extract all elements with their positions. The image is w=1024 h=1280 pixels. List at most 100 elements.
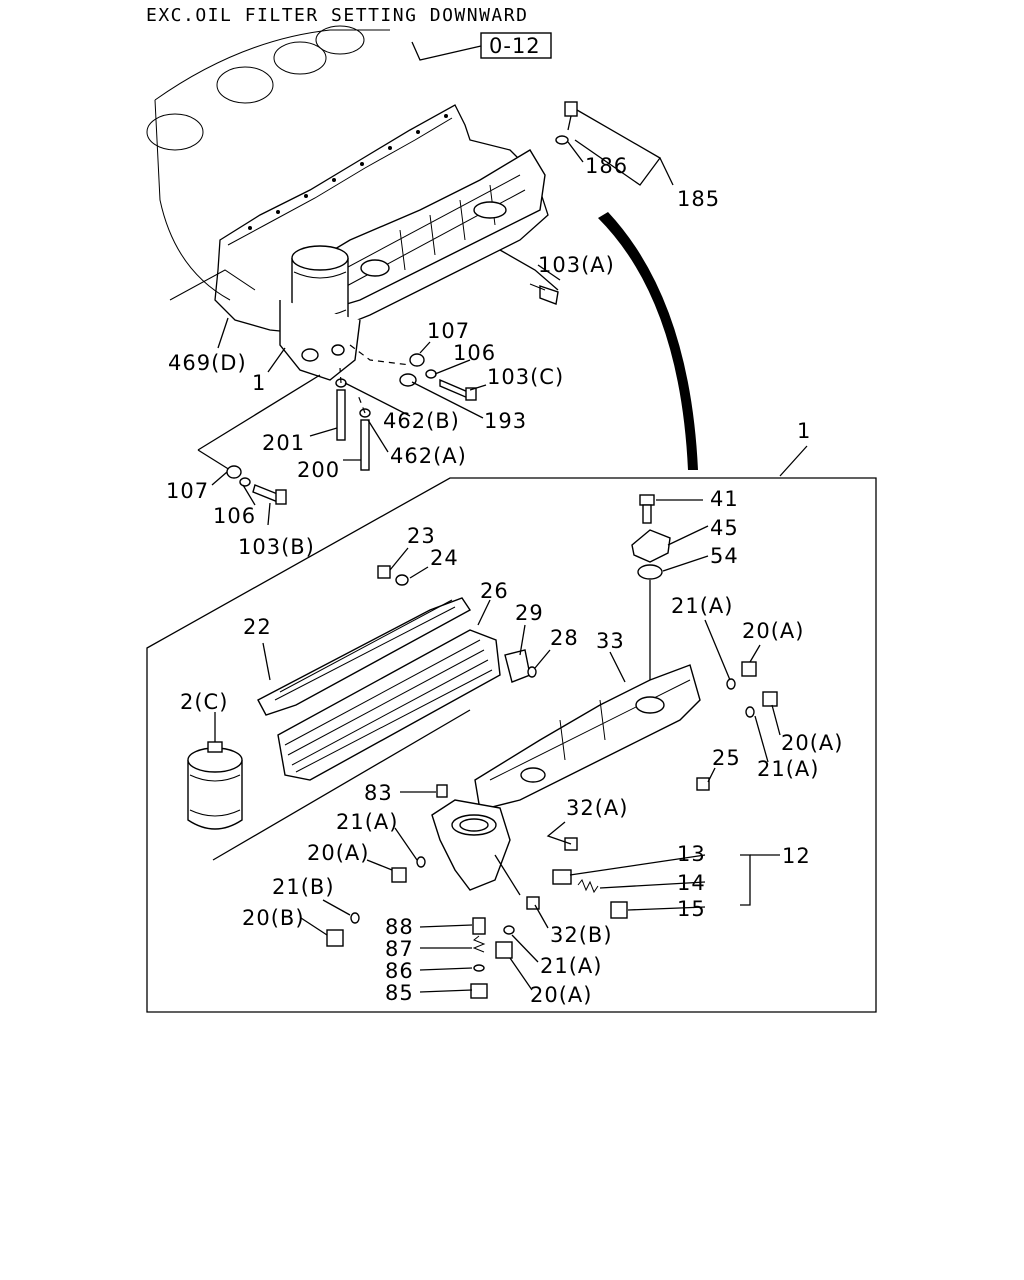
- callout-26: 26: [480, 579, 509, 603]
- reference-box[interactable]: 0-12: [480, 32, 552, 59]
- callout-200: 200: [297, 458, 340, 482]
- oil-filter-2C[interactable]: [187, 741, 243, 830]
- callout-106-top: 106: [453, 341, 496, 365]
- oil-cooler-housing-top[interactable]: [299, 149, 546, 316]
- callout-2C: 2(C): [180, 690, 228, 714]
- engine-block-outline: [146, 25, 390, 301]
- washer-106-top[interactable]: [425, 369, 437, 379]
- callout-103B: 103(B): [238, 535, 315, 559]
- cover-45[interactable]: [631, 529, 671, 563]
- callout-87: 87: [385, 937, 414, 961]
- housing-33[interactable]: [474, 664, 701, 811]
- ring-21A-right-2[interactable]: [745, 706, 755, 718]
- bolt-185[interactable]: [555, 101, 578, 145]
- callout-106-bottom: 106: [213, 504, 256, 528]
- washer-24[interactable]: [395, 574, 409, 586]
- plug-85[interactable]: [470, 983, 488, 999]
- plug-20A-left[interactable]: [391, 867, 407, 883]
- plug-20A-right-1[interactable]: [741, 661, 757, 677]
- reference-box-label: 0-12: [489, 34, 541, 58]
- washer-106-bottom[interactable]: [239, 477, 251, 487]
- ring-86[interactable]: [473, 964, 485, 972]
- callout-103C: 103(C): [487, 365, 564, 389]
- callout-20A-right-mid: 20(A): [781, 731, 843, 755]
- reference-leader: [411, 41, 482, 61]
- bolt-32B[interactable]: [526, 896, 540, 910]
- callout-15: 15: [677, 897, 706, 921]
- callout-21A-bottom: 21(A): [540, 954, 602, 978]
- callout-107-bottom: 107: [166, 479, 209, 503]
- bolt-103B[interactable]: [252, 484, 287, 505]
- dash-107-top: [349, 344, 411, 366]
- ring-21B[interactable]: [350, 912, 360, 924]
- leaders: [211, 141, 808, 993]
- callout-12: 12: [782, 844, 811, 868]
- callout-13: 13: [677, 842, 706, 866]
- detail-arrow: [598, 212, 698, 470]
- pin-201[interactable]: [336, 389, 346, 441]
- callout-32B: 32(B): [550, 923, 613, 947]
- plug-20A-bottom[interactable]: [495, 941, 513, 959]
- callouts: 186 185 103(A) 469(D) 107 106 103(C) 1 4…: [166, 154, 843, 1007]
- o-ring-28[interactable]: [527, 666, 537, 678]
- callout-107-top: 107: [427, 319, 470, 343]
- callout-20B: 20(B): [242, 906, 305, 930]
- callout-21B: 21(B): [272, 875, 335, 899]
- oil-filter-top[interactable]: [279, 245, 361, 381]
- leader-193: [411, 381, 484, 419]
- callout-41: 41: [710, 487, 739, 511]
- plug-83[interactable]: [436, 784, 448, 798]
- callout-83: 83: [364, 781, 393, 805]
- washer-193[interactable]: [399, 373, 417, 387]
- gasket-29[interactable]: [504, 649, 531, 683]
- detail-frame: [146, 477, 877, 1013]
- plug-15[interactable]: [610, 901, 628, 919]
- callout-1-detail: 1: [797, 419, 811, 443]
- callout-20A-bottom: 20(A): [530, 983, 592, 1007]
- washer-107-top[interactable]: [409, 353, 425, 367]
- callout-23: 23: [407, 524, 436, 548]
- assembly-line-left-b: [197, 449, 231, 471]
- gasket-469D[interactable]: [214, 104, 549, 336]
- callout-185: 185: [677, 187, 720, 211]
- ring-21A-bottom[interactable]: [503, 925, 515, 935]
- callout-22: 22: [243, 615, 272, 639]
- callout-21A-right-top: 21(A): [671, 594, 733, 618]
- callout-32A: 32(A): [566, 796, 628, 820]
- plug-20A-right-2[interactable]: [762, 691, 778, 707]
- nut-25[interactable]: [696, 777, 710, 791]
- callout-45: 45: [710, 516, 739, 540]
- callout-86: 86: [385, 959, 414, 983]
- bolt-103C[interactable]: [439, 378, 477, 401]
- bolt-23[interactable]: [377, 565, 391, 579]
- callout-462A: 462(A): [390, 444, 467, 468]
- bolt-103A[interactable]: [529, 283, 559, 305]
- callout-1-top: 1: [252, 371, 266, 395]
- o-ring-54[interactable]: [637, 564, 663, 580]
- plug-20B[interactable]: [326, 929, 344, 947]
- bolt-41[interactable]: [639, 494, 655, 524]
- callout-25: 25: [712, 746, 741, 770]
- diagram-title: EXC.OIL FILTER SETTING DOWNWARD: [146, 5, 528, 26]
- spring-87[interactable]: [472, 935, 486, 953]
- callout-21A-left: 21(A): [336, 810, 398, 834]
- dash-pins: [339, 367, 366, 414]
- callout-33: 33: [596, 629, 625, 653]
- valve-13[interactable]: [552, 869, 572, 885]
- callout-20A-right-top: 20(A): [742, 619, 804, 643]
- body-oil-filter[interactable]: [431, 799, 511, 891]
- cooler-element-26[interactable]: [277, 629, 501, 781]
- piston-88[interactable]: [472, 917, 486, 935]
- callout-54: 54: [710, 544, 739, 568]
- ring-21A-right-1[interactable]: [726, 678, 736, 690]
- pin-200[interactable]: [360, 419, 370, 471]
- ring-21A-left[interactable]: [416, 856, 426, 868]
- assembly-line-left: [197, 374, 321, 451]
- spring-14[interactable]: [577, 879, 599, 894]
- callout-201: 201: [262, 431, 305, 455]
- callout-186: 186: [585, 154, 628, 178]
- gasket-22[interactable]: [257, 597, 472, 716]
- callout-28: 28: [550, 626, 579, 650]
- washer-107-bottom[interactable]: [226, 465, 242, 479]
